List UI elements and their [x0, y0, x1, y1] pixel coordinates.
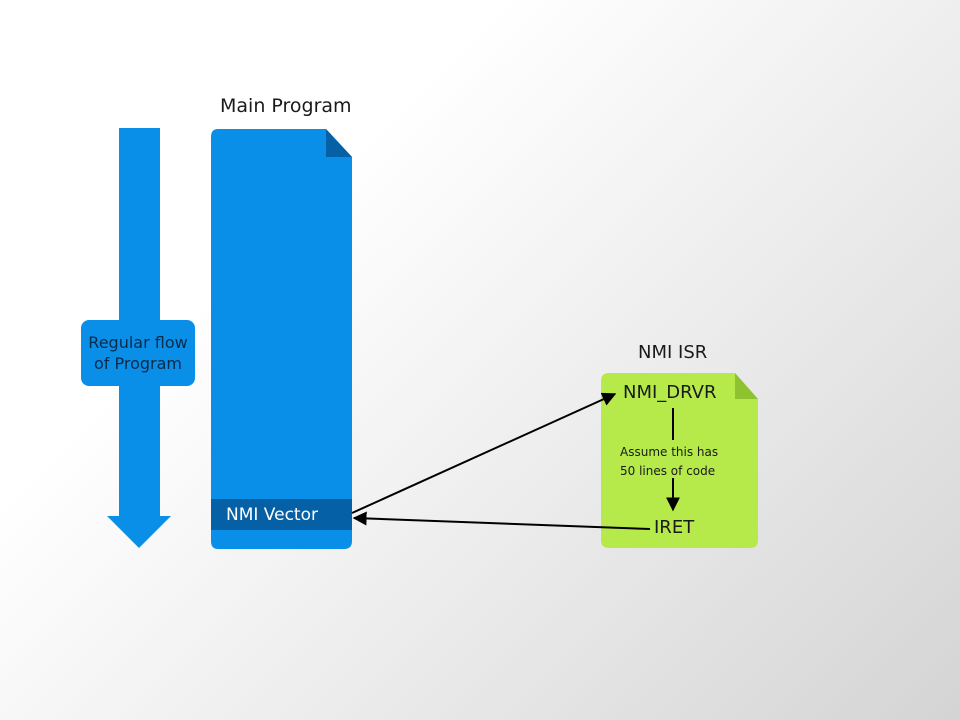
main-program-document — [211, 129, 352, 549]
isr-note-line1: Assume this has — [620, 445, 719, 459]
iret-return-arrow — [352, 511, 651, 530]
main-program-folded-corner — [326, 129, 352, 157]
regular-flow-label: Regular flow of Program — [81, 320, 195, 386]
isr-note-line2: 50 lines of code — [620, 464, 716, 478]
isr-folded-corner — [735, 373, 758, 399]
iret-label: IRET — [654, 517, 695, 538]
flow-label-line1: Regular flow — [88, 333, 188, 352]
main-program-title: Main Program — [220, 95, 352, 117]
nmi-isr-title: NMI ISR — [638, 342, 708, 363]
flow-label-line2: of Program — [93, 354, 182, 373]
isr-note: Assume this has 50 lines of code — [620, 443, 718, 481]
nmi-vector-label: NMI Vector — [226, 505, 318, 525]
nmi-vector-band — [211, 499, 352, 530]
vector-to-isr-arrow — [351, 392, 617, 514]
nmi-isr-document — [601, 373, 758, 548]
nmi-drvr-label: NMI_DRVR — [623, 382, 717, 403]
